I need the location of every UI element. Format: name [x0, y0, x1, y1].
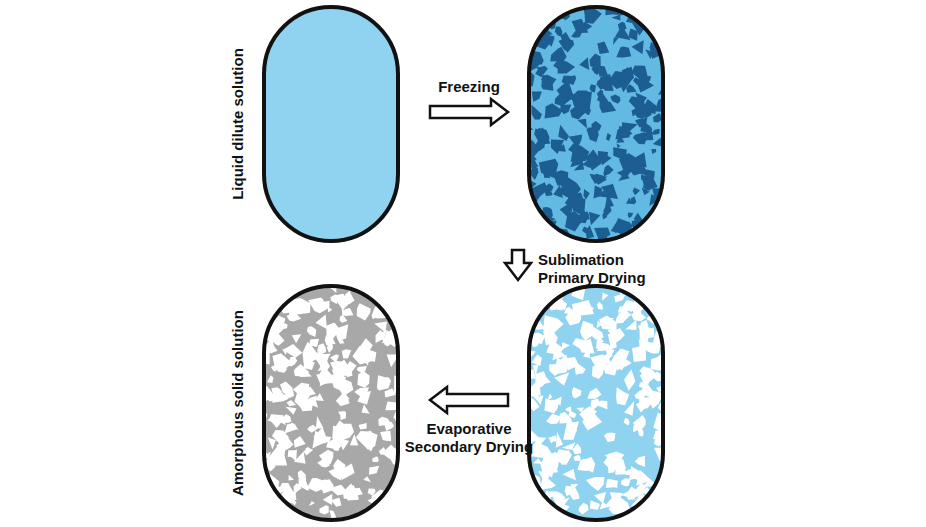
step-label: Evaporative Secondary Drying	[404, 420, 534, 456]
capsule-outline	[527, 284, 665, 522]
capsule-outline	[527, 5, 665, 243]
vial-capsule	[527, 284, 665, 522]
capsule-outline	[262, 284, 400, 522]
vial-capsule: Amorphous solid solution	[262, 284, 400, 522]
step-label: Sublimation Primary Drying	[538, 251, 658, 287]
stage-label: Liquid dilute solution	[228, 5, 248, 243]
vial-capsule	[527, 5, 665, 243]
capsule-outline	[262, 5, 400, 243]
process-arrow	[430, 387, 508, 413]
process-arrow	[430, 99, 508, 125]
vial-capsule: Liquid dilute solution	[262, 5, 400, 243]
step-label: Freezing	[414, 78, 524, 96]
stage-label: Amorphous solid solution	[228, 284, 248, 522]
process-arrow	[505, 250, 531, 280]
